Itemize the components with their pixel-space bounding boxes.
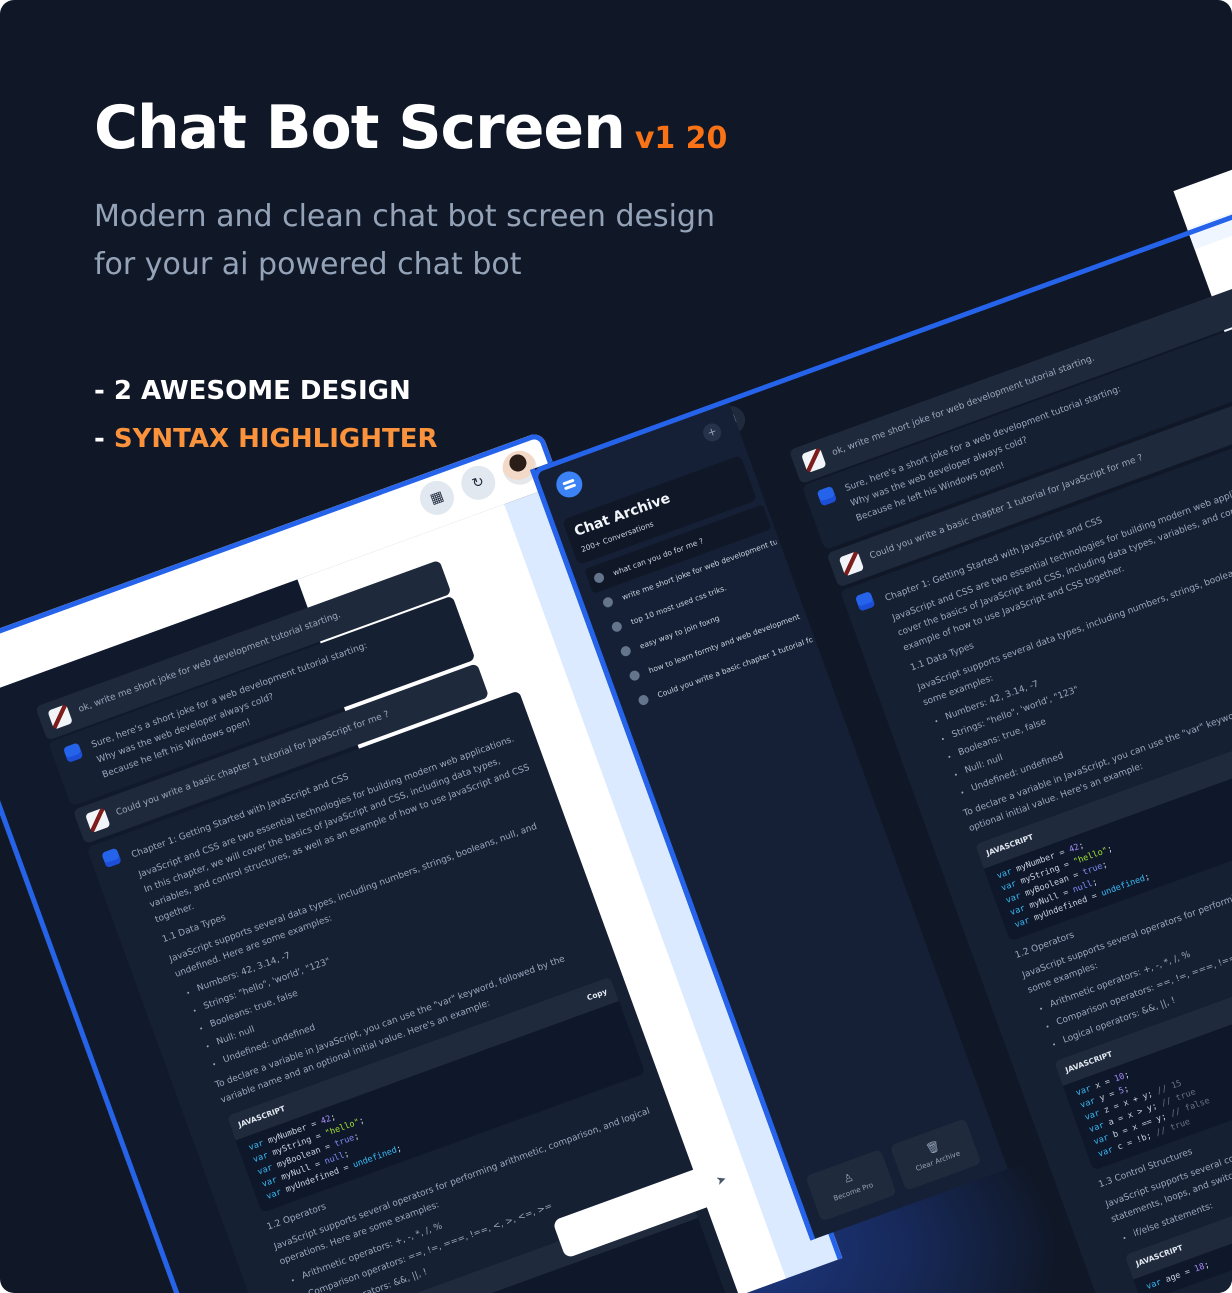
feature-dash: - (94, 424, 114, 454)
subtitle: Modern and clean chat bot screen design … (94, 193, 794, 289)
feature-text: SYNTAX HIGHLIGHTER (113, 424, 438, 454)
subtitle-line-1: Modern and clean chat bot screen design (94, 199, 715, 234)
version-badge: v1 20 (634, 121, 728, 156)
feature-2: - SYNTAX HIGHLIGHTER (94, 415, 794, 463)
subtitle-line-2: for your ai powered chat bot (94, 247, 522, 282)
feature-dash: - (94, 376, 114, 406)
feature-text: 2 AWESOME DESIGN (113, 376, 411, 406)
title-text: Chat Bot Screen (94, 93, 626, 163)
feature-1: - 2 AWESOME DESIGN (94, 367, 794, 415)
